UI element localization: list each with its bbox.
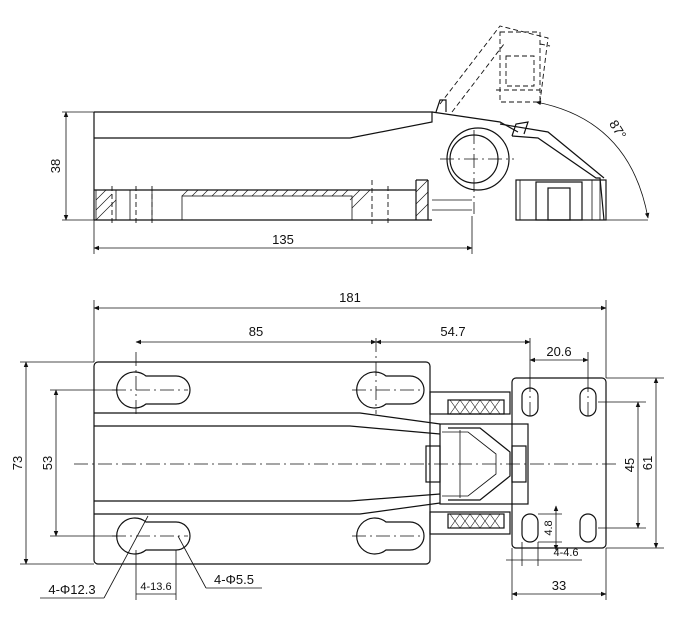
side-handle-open: [439, 25, 551, 113]
side-latch-plate: [499, 123, 648, 221]
slot-callout-label: 4-4.6: [553, 547, 578, 559]
side-dimensions: 38 135 87°: [48, 100, 650, 254]
mounting-plate: [511, 377, 607, 549]
plate-height-label: 61: [640, 456, 655, 470]
side-body: [93, 111, 433, 224]
side-pivot: [431, 99, 529, 214]
side-view: 38 135 87°: [48, 25, 650, 254]
side-length-label: 135: [272, 232, 294, 247]
plate-width-label: 33: [552, 578, 566, 593]
slot-len-callout-label: 4-13.6: [140, 581, 171, 593]
small-hole-callout-label: 4-Φ5.5: [214, 572, 254, 587]
inner-height-label: 53: [40, 456, 55, 470]
keyhole-top-right: [352, 338, 425, 414]
hatch-mid: [181, 189, 371, 209]
hinge-coils: [429, 391, 511, 535]
keyhole-top-left: [112, 352, 191, 414]
hole-spacing-label: 85: [249, 324, 263, 339]
keyhole-bottom-left: [112, 517, 191, 555]
keyhole-bottom-right: [352, 517, 425, 555]
keyhole-callout-label: 4-Φ12.3: [48, 582, 95, 597]
top-dimensions: 181 85 54.7 20.6 73 53: [10, 290, 664, 600]
offset-label: 54.7: [440, 324, 465, 339]
plate-hole-spacing-label: 20.6: [546, 344, 571, 359]
side-height-label: 38: [48, 159, 63, 173]
base-plate: [93, 361, 441, 565]
plate-hole-spacing-v-label: 45: [622, 458, 637, 472]
top-view: 181 85 54.7 20.6 73 53: [10, 290, 664, 600]
overall-length-label: 181: [339, 290, 361, 305]
slot-length-label: 4.8: [543, 520, 555, 535]
hatch-left: [95, 189, 117, 221]
overall-height-label: 73: [10, 456, 25, 470]
